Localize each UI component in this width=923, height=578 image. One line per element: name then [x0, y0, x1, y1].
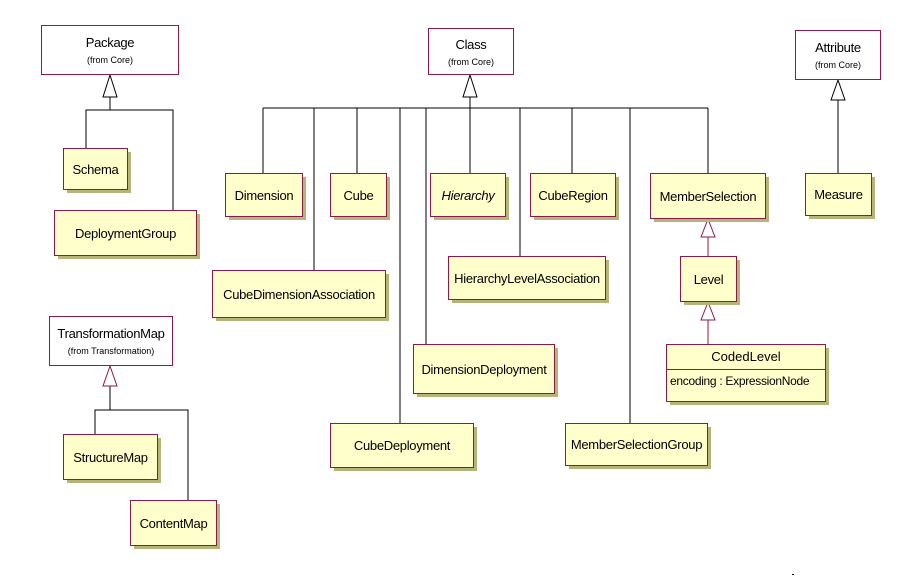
hierarchy-level-association-class-name: HierarchyLevelAssociation	[454, 270, 600, 286]
transformation-map-class-name: TransformationMap	[57, 326, 165, 341]
deployment-group-class-name: DeploymentGroup	[75, 225, 176, 241]
measure-class-box[interactable]: Measure	[805, 173, 875, 219]
inheritance-arrowhead	[700, 300, 716, 321]
inheritance-arrowhead	[700, 217, 716, 238]
attribute-class-box[interactable]: Attribute (from Core)	[795, 30, 881, 80]
measure-class-name: Measure	[814, 187, 863, 202]
coded-level-attribute: encoding : ExpressionNode	[670, 374, 810, 388]
hierarchy-level-association-class-box[interactable]: HierarchyLevelAssociation	[448, 256, 609, 303]
dimension-class-name: Dimension	[234, 187, 294, 203]
attribute-class-name: Attribute	[815, 40, 861, 55]
cube-region-class-box[interactable]: CubeRegion	[530, 173, 619, 220]
inheritance-arrowhead	[462, 73, 478, 98]
cube-class-box[interactable]: Cube	[330, 173, 390, 220]
cube-dimension-association-class-box[interactable]: CubeDimensionAssociation	[212, 270, 389, 321]
structure-map-class-box[interactable]: StructureMap	[63, 434, 161, 483]
content-map-class-box[interactable]: ContentMap	[130, 500, 220, 549]
cube-deployment-class-name: CubeDeployment	[353, 438, 451, 453]
generalization-line	[85, 109, 174, 210]
cube-dimension-association-class-name: CubeDimensionAssociation	[223, 286, 375, 302]
member-selection-group-class-name: MemberSelectionGroup	[570, 437, 703, 452]
package-class-origin: (from Core)	[86, 55, 133, 65]
level-class-box[interactable]: Level	[680, 256, 740, 305]
inheritance-arrowhead	[830, 78, 846, 101]
inheritance-arrowhead	[102, 364, 118, 387]
hierarchy-class-box[interactable]: Hierarchy	[430, 173, 509, 220]
cube-region-class-name: CubeRegion	[538, 187, 608, 203]
transformation-map-class-origin: (from Transformation)	[67, 346, 155, 356]
dimension-class-box[interactable]: Dimension	[225, 173, 306, 220]
package-class-box[interactable]: Package (from Core)	[41, 25, 179, 75]
member-selection-class-box[interactable]: MemberSelection	[650, 173, 769, 222]
member-selection-group-class-box[interactable]: MemberSelectionGroup	[565, 423, 711, 469]
schema-class-box[interactable]: Schema	[63, 148, 131, 193]
class-class-box[interactable]: Class (from Core)	[428, 28, 514, 75]
hierarchy-class-name: Hierarchy	[441, 187, 495, 203]
coded-level-class-name: CodedLevel	[667, 345, 825, 370]
generalization-line	[94, 409, 189, 500]
structure-map-class-name: StructureMap	[73, 449, 148, 465]
cube-class-name: Cube	[343, 187, 374, 203]
dimension-deployment-class-box[interactable]: DimensionDeployment	[413, 344, 558, 397]
transformation-map-class-box[interactable]: TransformationMap (from Transformation)	[49, 316, 173, 366]
package-class-name: Package	[85, 35, 135, 50]
stray-dot	[792, 574, 794, 575]
deployment-group-class-box[interactable]: DeploymentGroup	[54, 210, 200, 259]
coded-level-class-box[interactable]: CodedLevel encoding : ExpressionNode	[666, 344, 829, 405]
attribute-class-origin: (from Core)	[814, 60, 861, 70]
dimension-deployment-class-name: DimensionDeployment	[421, 361, 547, 377]
schema-class-name: Schema	[72, 161, 119, 177]
cube-deployment-class-box[interactable]: CubeDeployment	[330, 423, 477, 471]
level-class-name: Level	[693, 271, 724, 287]
member-selection-class-name: MemberSelection	[659, 188, 757, 204]
content-map-class-name: ContentMap	[139, 515, 208, 531]
class-class-name: Class	[455, 36, 487, 52]
inheritance-arrowhead	[102, 73, 118, 98]
class-class-origin: (from Core)	[447, 56, 494, 67]
